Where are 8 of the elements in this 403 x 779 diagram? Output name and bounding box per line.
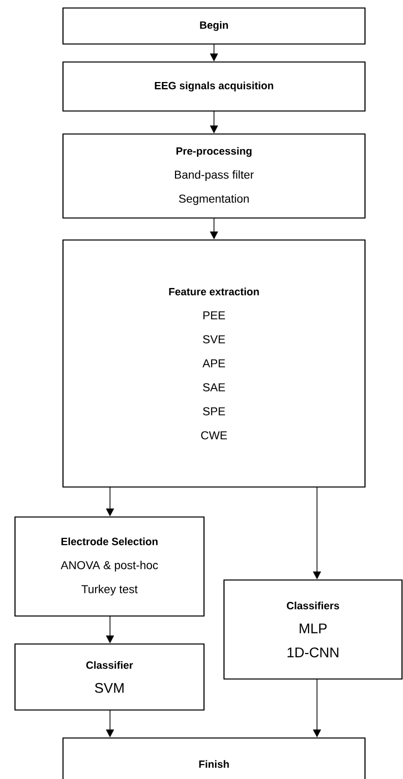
process-box: Classifiers MLP 1D-CNN — [223, 579, 403, 680]
process-box: EEG signals acquisition — [62, 61, 366, 112]
process-box: Begin — [62, 7, 366, 45]
process-box: Feature extraction PEE SVE APE SAE SPE CWE — [62, 239, 366, 488]
process-box: Pre-processing Band-pass filter Segmentation — [62, 133, 366, 219]
process-box: Finish — [62, 737, 366, 779]
process-box: Classifier SVM — [14, 643, 205, 711]
process-box: Electrode Selection ANOVA & post-hoc Turkey test — [14, 516, 205, 617]
